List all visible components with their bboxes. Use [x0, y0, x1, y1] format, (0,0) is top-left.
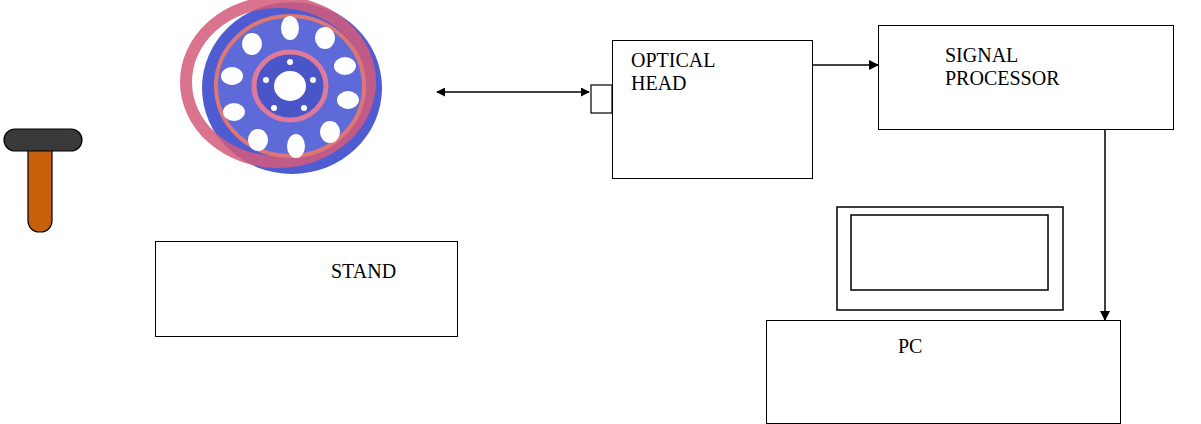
signal-processor-box: SIGNAL PROCESSOR: [878, 25, 1174, 130]
box-label: PC: [898, 335, 1110, 358]
optical-lens: [591, 85, 612, 113]
box-label: OPTICAL HEAD: [631, 49, 741, 95]
measure-beam: [437, 91, 589, 93]
signal-arrow: [1104, 130, 1106, 320]
pc-box: PC: [766, 320, 1121, 424]
monitor-symbol: [837, 207, 1063, 310]
hammer-icon: [4, 129, 82, 232]
box-label: STAND: [331, 260, 447, 283]
optical-head-box: OPTICAL HEAD: [612, 40, 813, 179]
box-label: SIGNAL PROCESSOR: [945, 44, 1085, 90]
wheel-rim: [186, 2, 382, 174]
stand-box: STAND: [155, 241, 458, 337]
signal-arrow: [813, 64, 878, 66]
